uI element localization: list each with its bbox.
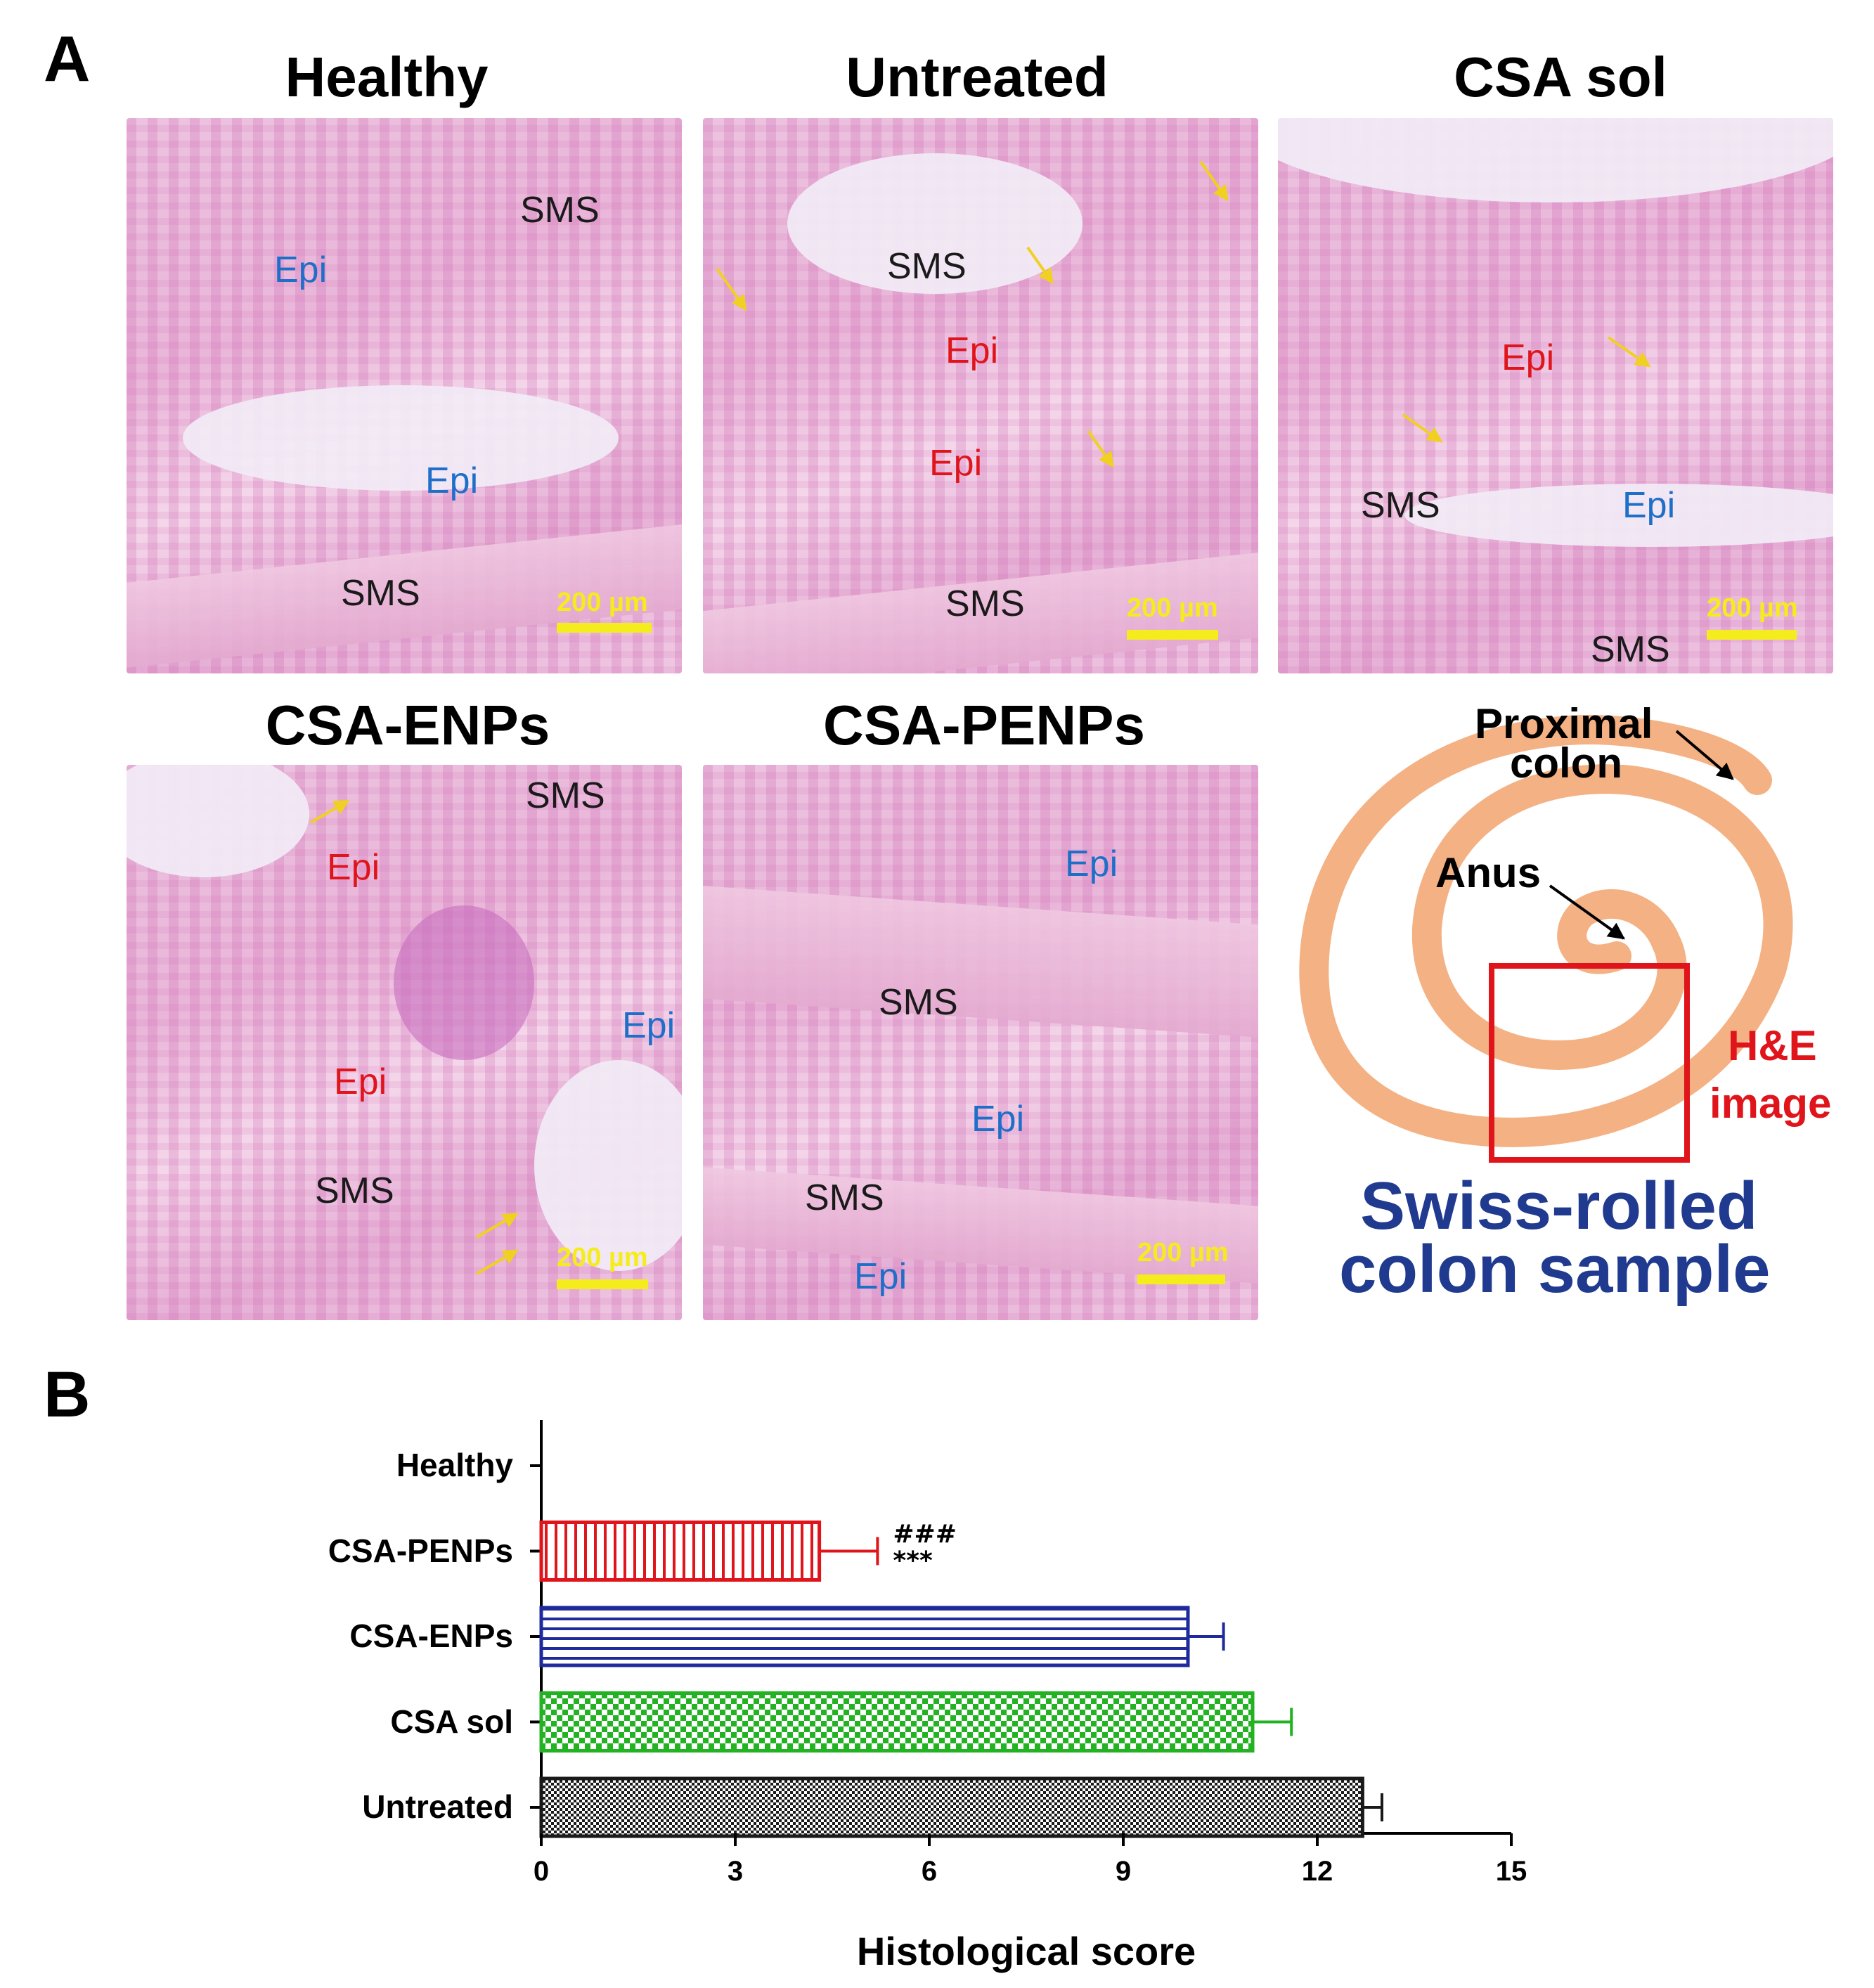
bar xyxy=(539,1776,1364,1838)
tissue-label: SMS xyxy=(887,246,967,287)
tissue-label: Epi xyxy=(929,443,983,484)
tissue-label: SMS xyxy=(805,1177,884,1218)
tissue-label: Epi xyxy=(1622,485,1676,526)
x-tick-label: 12 xyxy=(1301,1856,1333,1887)
x-axis-title: Histological score xyxy=(856,1929,1196,1973)
tissue-label: SMS xyxy=(341,573,420,614)
micrograph-title-healthy: Healthy xyxy=(285,46,489,108)
he-image-box xyxy=(1489,963,1690,1163)
tissue-label: Epi xyxy=(334,1061,387,1102)
proximal-colon-label: Proximal xyxy=(1475,700,1653,747)
he-label: H&E xyxy=(1728,1022,1817,1069)
tissue-label: Epi xyxy=(274,250,328,290)
micrograph-csa-enps: SMS Epi Epi Epi SMS 200 µm xyxy=(127,765,682,1320)
tissue-label: SMS xyxy=(526,775,605,816)
tissue-label: Epi xyxy=(971,1099,1025,1140)
significance-marker: *** xyxy=(893,1546,933,1575)
bar xyxy=(539,1521,822,1582)
scale-bar xyxy=(557,623,652,633)
tissue-label: Epi xyxy=(854,1256,907,1297)
tissue-label: SMS xyxy=(879,982,958,1023)
scale-bar xyxy=(557,1279,648,1289)
tissue-label: Epi xyxy=(622,1005,676,1046)
scale-bar-label: 200 µm xyxy=(557,588,648,617)
x-tick-label: 3 xyxy=(727,1856,744,1887)
anus-label: Anus xyxy=(1435,849,1541,896)
x-tick-label: 15 xyxy=(1495,1856,1527,1887)
category-label: Untreated xyxy=(362,1788,513,1825)
proximal-colon-label: colon xyxy=(1510,740,1622,787)
colon-spiral xyxy=(1299,715,1793,1147)
x-tick-label: 9 xyxy=(1115,1856,1132,1887)
tissue-label: Epi xyxy=(1501,337,1555,378)
tissue-label: SMS xyxy=(315,1170,394,1211)
tissue-label: SMS xyxy=(945,583,1025,624)
micrograph-untreated: SMS Epi Epi SMS 200 µm xyxy=(703,118,1258,673)
tissue-label: Epi xyxy=(327,847,380,888)
tissue-label: Epi xyxy=(945,330,999,371)
micrograph-csa-sol: Epi SMS Epi SMS 200 µm xyxy=(1278,118,1833,673)
micrograph-title-untreated: Untreated xyxy=(846,46,1109,108)
scale-bar-label: 200 µm xyxy=(1707,593,1798,623)
tissue-label: Epi xyxy=(425,460,479,501)
schematic-caption: Swiss-rolled xyxy=(1360,1168,1758,1244)
micrograph-title-csa-penps: CSA-PENPs xyxy=(823,694,1145,756)
micrograph-title-csa-sol: CSA sol xyxy=(1454,46,1667,108)
scale-bar-label: 200 µm xyxy=(1137,1238,1229,1267)
tissue-label: SMS xyxy=(1361,485,1440,526)
tissue-label: SMS xyxy=(520,190,600,231)
category-label: Healthy xyxy=(396,1447,513,1483)
significance-marker: ### xyxy=(893,1519,957,1549)
tissue-label: SMS xyxy=(1591,629,1670,670)
category-label: CSA-PENPs xyxy=(328,1532,513,1569)
bar xyxy=(539,1691,1255,1753)
panel-b-letter: B xyxy=(44,1359,91,1431)
panel-a-letter: A xyxy=(44,23,91,95)
bar xyxy=(539,1606,1190,1667)
tissue-label: Epi xyxy=(1065,844,1118,884)
scale-bar-label: 200 µm xyxy=(557,1243,648,1272)
category-label: CSA sol xyxy=(390,1703,513,1740)
scale-bar xyxy=(1137,1274,1225,1284)
he-label: image xyxy=(1710,1080,1832,1127)
x-tick-label: 6 xyxy=(921,1856,938,1887)
schematic-caption: colon sample xyxy=(1339,1232,1771,1307)
micrograph-healthy: SMS Epi Epi SMS 200 µm xyxy=(127,118,682,673)
micrograph-title-csa-enps: CSA-ENPs xyxy=(265,694,550,756)
category-label: CSA-ENPs xyxy=(349,1618,513,1654)
scale-bar xyxy=(1707,630,1797,640)
scale-bar-label: 200 µm xyxy=(1127,593,1218,623)
micrograph-csa-penps: Epi SMS Epi SMS Epi 200 µm xyxy=(703,765,1258,1320)
x-tick-label: 0 xyxy=(533,1856,550,1887)
scale-bar xyxy=(1127,630,1218,640)
